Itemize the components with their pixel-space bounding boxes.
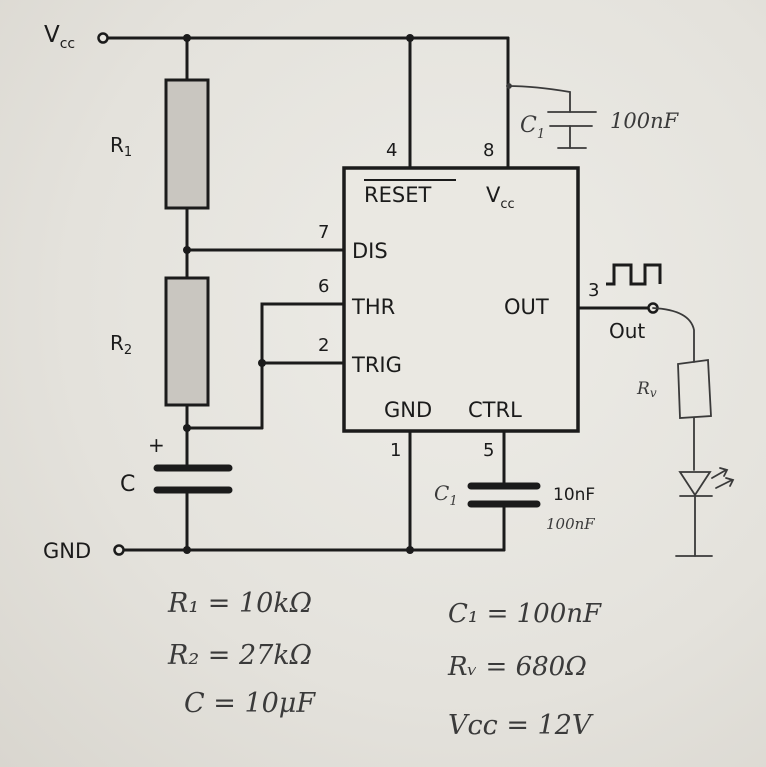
note-rv: Rᵥ = 680Ω (447, 652, 587, 682)
junction-dot (406, 546, 414, 554)
c1-ctrl-label: C1 (434, 481, 458, 509)
pin-4-number: 4 (386, 140, 397, 161)
pin-7-number: 7 (318, 222, 329, 243)
junction-dot (183, 546, 191, 554)
gnd-terminal (113, 544, 125, 556)
c1-supply-label: C1 (520, 113, 545, 142)
r1-label: R1 (110, 133, 132, 160)
reset-pin-label: RESET (364, 183, 431, 207)
pin-5-number: 5 (483, 440, 494, 461)
junction-dot (258, 359, 266, 367)
vcc-pin-label: Vcc (486, 183, 515, 212)
ne555-chip (342, 166, 580, 433)
note-r2: R₂ = 27kΩ (167, 640, 312, 671)
junction-dot (183, 246, 191, 254)
rv-label: Rv (636, 379, 657, 400)
resistor-r1 (164, 78, 210, 210)
c1-ctrl-value-printed: 10nF (553, 485, 595, 505)
junction-dot (183, 34, 191, 42)
wire-out-rv (652, 307, 695, 363)
note-c: C = 10μF (184, 688, 316, 719)
thr-pin-label: THR (351, 295, 395, 319)
r2-label: R2 (110, 331, 132, 358)
note-r1: R₁ = 10kΩ (167, 588, 312, 619)
capacitor-c1-ctrl (467, 482, 541, 508)
c1-supply-value: 100nF (610, 109, 680, 133)
square-wave-icon (606, 263, 662, 286)
pin-8-number: 8 (483, 140, 494, 161)
led-light-arrows (711, 467, 735, 489)
capacitor-c (153, 464, 233, 494)
pin-2-number: 2 (318, 335, 329, 356)
gnd-terminal-label: GND (43, 539, 91, 563)
c-label: C (120, 472, 135, 497)
note-c1: C₁ = 100nF (448, 599, 602, 629)
resistor-r2 (164, 276, 210, 407)
capacitor-c1-supply (506, 83, 597, 149)
c-polarity-label: + (148, 433, 165, 457)
ctrl-pin-label: CTRL (468, 398, 522, 422)
c1-ctrl-value-handwritten: 100nF (546, 515, 595, 533)
pin-6-number: 6 (318, 276, 329, 297)
pin-3-number: 3 (588, 280, 599, 301)
pin-1-number: 1 (390, 440, 401, 461)
dis-pin-label: DIS (352, 239, 388, 263)
out-terminal-label: Out (609, 319, 645, 343)
wire-thr (260, 302, 346, 430)
vcc-terminal-label: Vcc (44, 22, 75, 52)
out-pin-label: OUT (504, 295, 549, 319)
vcc-terminal (97, 32, 109, 44)
led (678, 471, 713, 557)
trig-pin-label: TRIG (351, 353, 402, 377)
resistor-rv (677, 358, 712, 419)
note-vcc: Vᴄᴄ = 12V (448, 710, 594, 741)
junction-dot (183, 424, 191, 432)
gnd-pin-label: GND (384, 398, 432, 422)
junction-dot (406, 34, 414, 42)
